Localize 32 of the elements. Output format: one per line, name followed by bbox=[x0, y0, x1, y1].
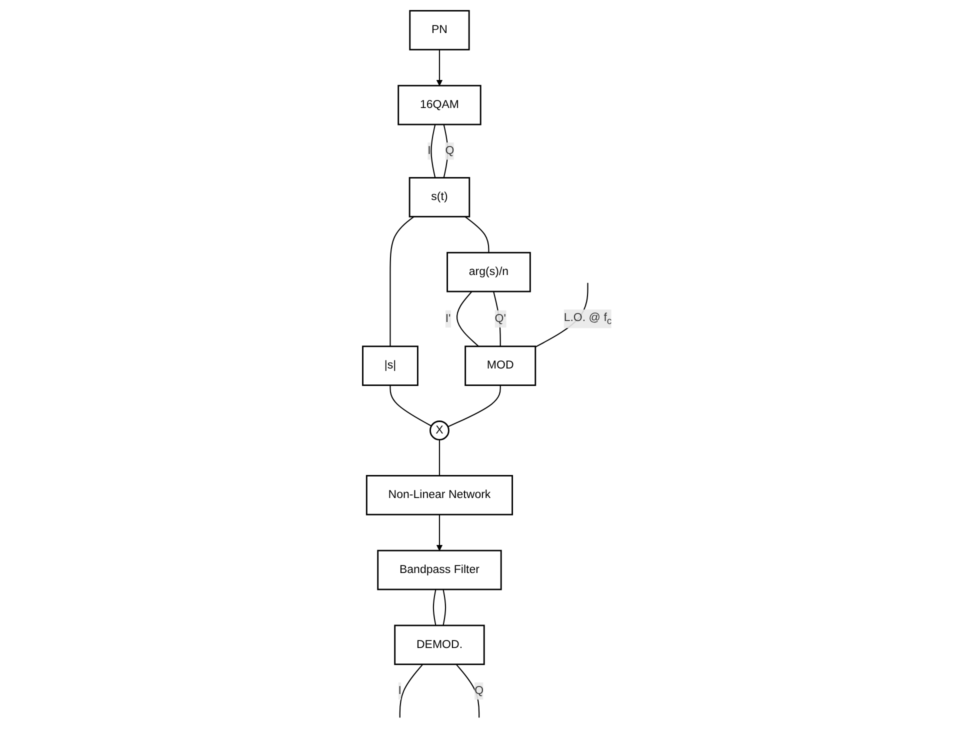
arrow bbox=[436, 50, 443, 86]
connector bbox=[493, 291, 502, 346]
connector bbox=[439, 440, 440, 476]
edge-label: L.O. @ f$_{c}$ bbox=[564, 312, 612, 326]
connector bbox=[448, 385, 502, 428]
connector bbox=[390, 216, 414, 346]
edge-label: Q' bbox=[495, 312, 506, 325]
node-box: Bandpass Filter bbox=[377, 550, 502, 590]
edge-label: I bbox=[428, 144, 432, 157]
node-box: arg(s)/n bbox=[446, 252, 532, 292]
connector bbox=[400, 664, 424, 718]
arrow bbox=[436, 514, 443, 551]
node-circle: X bbox=[430, 420, 450, 440]
connector bbox=[390, 385, 432, 426]
connector bbox=[442, 589, 446, 626]
edge-label: I' bbox=[446, 312, 451, 325]
node-box: 16QAM bbox=[398, 84, 482, 126]
node-box: Non-Linear Network bbox=[366, 475, 514, 516]
connector bbox=[433, 589, 437, 626]
node-box: |s| bbox=[362, 346, 419, 386]
node-box: PN bbox=[409, 10, 470, 50]
edge-label: Q bbox=[474, 684, 484, 697]
connector bbox=[456, 291, 480, 347]
node-box: DEMOD. bbox=[394, 624, 486, 666]
edge-label: I bbox=[398, 684, 402, 697]
connector bbox=[464, 216, 490, 253]
edge-label: Q bbox=[446, 144, 454, 157]
connector bbox=[444, 124, 449, 178]
connector bbox=[430, 124, 436, 178]
connector bbox=[456, 664, 480, 718]
node-box: s(t) bbox=[409, 177, 470, 218]
node-box: MOD bbox=[464, 346, 536, 386]
